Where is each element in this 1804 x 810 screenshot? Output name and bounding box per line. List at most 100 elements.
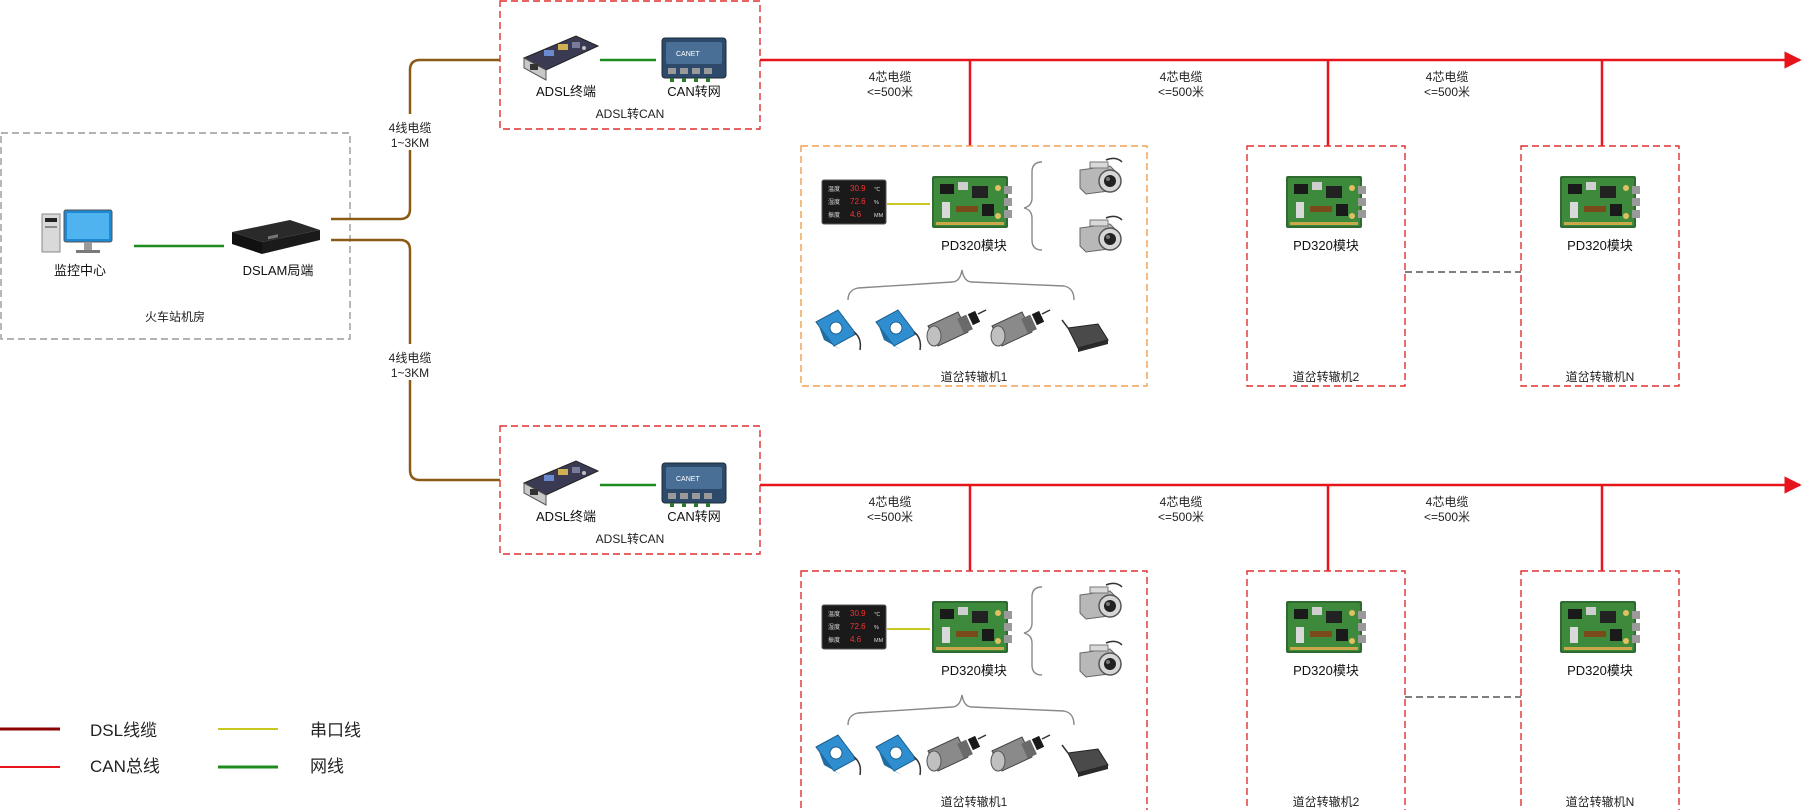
camera-icon [1079,157,1123,195]
cable-spec-label-line2: <=500米 [867,510,913,524]
legend-serial-label: 串口线 [310,721,361,740]
cable-spec-label-line1: 4芯电缆 [1426,495,1469,509]
current-sensor-icon [875,309,922,351]
display-row-name: 振度 [828,636,840,644]
cable-spec-label-line1: 4芯电缆 [869,495,912,509]
can-gateway-label: CAN转网 [667,509,720,524]
legend: DSL线缆 CAN总线 串口线 网线 [0,721,361,776]
cable-spec-label-line2: <=500米 [1424,510,1470,524]
pressure-sensor-icon [926,309,987,347]
switch-machine-box [1246,570,1406,810]
pd320-module-icon [1560,601,1640,653]
pd320-module-icon [1286,601,1366,653]
current-sensor-icon [815,734,862,776]
cable-spec-label-line1: 4芯电缆 [1160,495,1203,509]
camera-icon [1079,215,1123,253]
computer-icon [41,209,113,254]
pd320-module-icon [932,601,1012,653]
adsl-to-can-box-label: ADSL转CAN [596,106,665,121]
pressure-sensor-icon [990,734,1051,772]
can-gateway-icon [661,37,727,83]
proximity-sensor-icon [1061,744,1109,778]
display-row-value: 30.9 [850,609,866,618]
display-row-value: 30.9 [850,184,866,193]
legend-dsl-label: DSL线缆 [90,721,157,740]
cable-spec-label-line1: 4芯电缆 [869,70,912,84]
adsl-terminal-label: ADSL终端 [536,84,596,99]
cable-spec-label-line2: <=500米 [1424,85,1470,99]
current-sensor-icon [815,309,862,351]
trunk-cable-label-line2: 1~3KM [391,366,429,380]
station-room-label: 火车站机房 [145,309,205,324]
display-row-name: 湿度 [828,198,840,206]
monitor-center-label: 监控中心 [54,263,106,278]
camera-icon [1079,582,1123,620]
pd320-module-icon [932,176,1012,228]
dslam-icon [232,220,320,254]
adsl-terminal-label: ADSL终端 [536,509,596,524]
proximity-sensor-icon [1061,319,1109,353]
brace-cameras [1023,161,1043,251]
current-sensor-icon [875,734,922,776]
display-row-name: 湿度 [828,623,840,631]
trunk-cable-label-line2: 1~3KM [391,136,429,150]
trunk-cable-label-line1: 4线电缆 [389,121,432,135]
pd320-module-icon [1286,176,1366,228]
brace-sensors [847,269,1075,301]
switch-machine-box [1520,145,1680,387]
station-room-box [0,132,351,340]
brace-cameras [1023,586,1043,676]
adsl-terminal-icon [523,35,599,81]
brace-sensors [847,694,1075,726]
cable-spec-label-line2: <=500米 [867,85,913,99]
cable-spec-label-line1: 4芯电缆 [1160,70,1203,84]
pd320-module-label: PD320模块 [1293,238,1359,253]
switch-machine-label: 道岔转辙机2 [1293,369,1360,384]
cable-spec-label-line2: <=500米 [1158,85,1204,99]
switch-machine-box [1520,570,1680,810]
legend-can-label: CAN总线 [90,757,160,776]
pd320-module-label: PD320模块 [1567,238,1633,253]
display-row-value: 4.6 [850,635,862,644]
pd320-module-label: PD320模块 [1567,663,1633,678]
adsl-terminal-icon [523,460,599,506]
adsl-to-can-box [499,425,761,555]
station-room: 火车站机房 监控中心 DSLAM局端 [0,132,351,340]
display-row-name: 温度 [828,185,840,193]
pd320-module-label: PD320模块 [941,238,1007,253]
switch-machine-label: 道岔转辙机2 [1293,794,1360,809]
switch-machine-box [800,145,1148,387]
adsl-to-can-box-label: ADSL转CAN [596,531,665,546]
display-row-unit: % [874,625,879,631]
legend-network-label: 网线 [310,757,344,776]
switch-machine-label: 道岔转辙机1 [941,794,1008,809]
pd320-module-label: PD320模块 [941,663,1007,678]
display-row-value: 4.6 [850,210,862,219]
camera-icon [1079,640,1123,678]
switch-machine-label: 道岔转辙机N [1566,369,1635,384]
can-gateway-label: CAN转网 [667,84,720,99]
switch-machine-label: 道岔转辙机1 [941,369,1008,384]
trunk-cables: 4线电缆 1~3KM 4线电缆 1~3KM [331,58,500,482]
cable-spec-label-line1: 4芯电缆 [1426,70,1469,84]
trunk-cable-label-line1: 4线电缆 [389,351,432,365]
adsl-to-can-box [499,0,761,130]
display-row-name: 振度 [828,211,840,219]
switch-machine-box [800,570,1148,810]
pd320-module-label: PD320模块 [1293,663,1359,678]
switch-machine-box [1246,145,1406,387]
dslam-label: DSLAM局端 [243,263,314,278]
display-row-value: 72.6 [850,622,866,631]
pressure-sensor-icon [926,734,987,772]
pressure-sensor-icon [990,309,1051,347]
pd320-module-icon [1560,176,1640,228]
cable-spec-label-line2: <=500米 [1158,510,1204,524]
display-row-unit: ℃ [874,186,880,193]
switch-machine-label: 道岔转辙机N [1566,794,1635,809]
